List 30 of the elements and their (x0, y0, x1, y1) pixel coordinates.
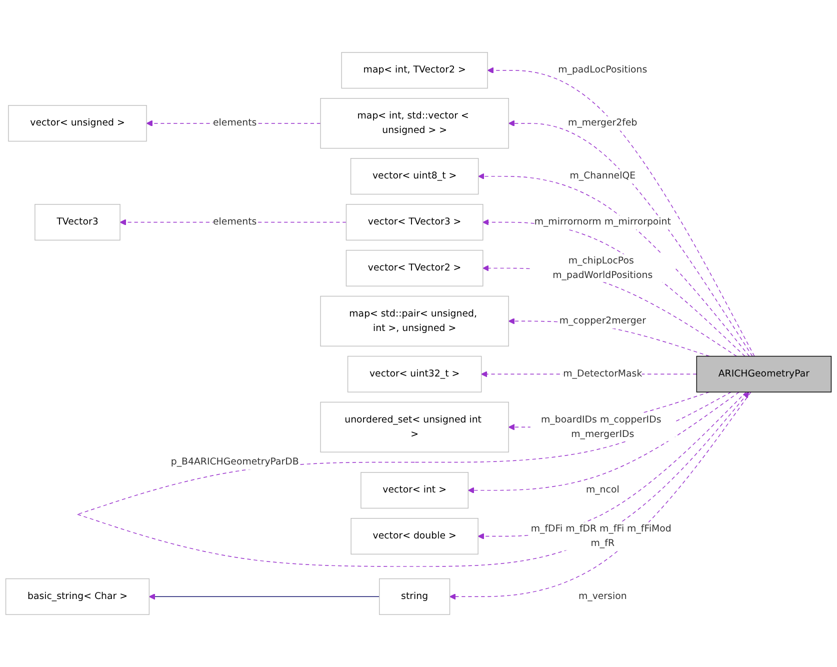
node-box: basic_string< Char > (5, 578, 150, 615)
edge-label: m_copper2merger (559, 316, 646, 326)
edge-label: elements (213, 216, 257, 228)
edge-label: m_boardIDs m_copperIDs m_mergerIDs (541, 414, 662, 440)
edge-label: elements (213, 118, 257, 129)
edge-label: p_B4ARICHGeometryParDB (170, 456, 299, 468)
edge-label: m_padLocPositions (558, 64, 648, 76)
edge-label: m_DetectorMask (563, 368, 642, 380)
node-box: vector< uint32_t > (347, 356, 482, 392)
node-box: ARICHGeometryPar (696, 356, 832, 392)
edge-label: m_ChannelQE (570, 170, 636, 182)
node-box: unordered_set< unsigned int > (320, 402, 509, 452)
node-box: map< int, TVector2 > (341, 52, 488, 89)
edge-label: m_version (578, 591, 627, 602)
edge-label: m_chipLocPos m_padWorldPositions (552, 256, 653, 280)
node-box: vector< double > (350, 518, 478, 555)
edge-label: m_mirrornorm m_mirrorpoint (534, 216, 671, 228)
node-box: TVector3 (34, 204, 120, 241)
edge-label: m_fDFi m_fDR m_fFi m_fFiMod m_fR (530, 524, 672, 549)
node-box: vector< uint8_t > (350, 158, 479, 195)
node-box: vector< int > (360, 472, 469, 509)
node-box: vector< unsigned > (8, 105, 147, 142)
node-box: string (379, 578, 450, 615)
edge-label: m_merger2feb (568, 118, 638, 129)
edge-label: m_ncol (586, 484, 620, 496)
node-box: map< std::pair< unsigned, int >, unsigned > (320, 296, 509, 346)
node-box: map< int, std::vector < unsigned > > (320, 98, 509, 149)
node-box: vector< TVector3 > (346, 204, 484, 241)
node-box: vector< TVector2 > (346, 250, 484, 286)
arrow (148, 593, 380, 600)
